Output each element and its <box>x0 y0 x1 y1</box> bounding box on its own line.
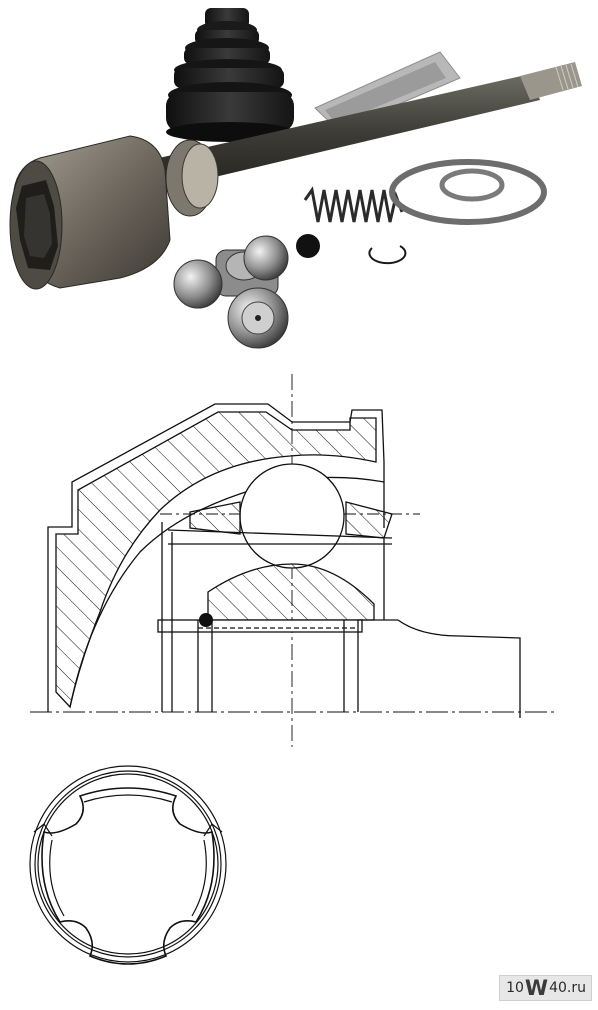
rubber-cap <box>296 234 320 258</box>
circlip <box>368 245 407 265</box>
boot <box>166 8 294 142</box>
tripod <box>173 235 289 349</box>
tripod-housing-end-view <box>29 765 227 965</box>
cross-section-drawing <box>0 352 598 752</box>
cv-joint-kit-photo <box>9 8 582 349</box>
drive-shaft <box>150 62 582 190</box>
end-view-drawing <box>0 752 598 1005</box>
circlip-section <box>199 613 213 627</box>
logo-big-letter: W <box>524 976 549 1000</box>
shaft-collar <box>165 139 219 217</box>
boot-clamp-large <box>389 159 547 225</box>
product-photo <box>0 0 598 352</box>
logo-suffix: 40.ru <box>549 980 586 996</box>
cv-joint-cross-section-drawing <box>30 374 555 747</box>
spring <box>303 186 404 223</box>
joint-housing <box>9 135 171 290</box>
logo-prefix: 10 <box>506 980 524 996</box>
boot-clamp-small <box>439 168 505 202</box>
